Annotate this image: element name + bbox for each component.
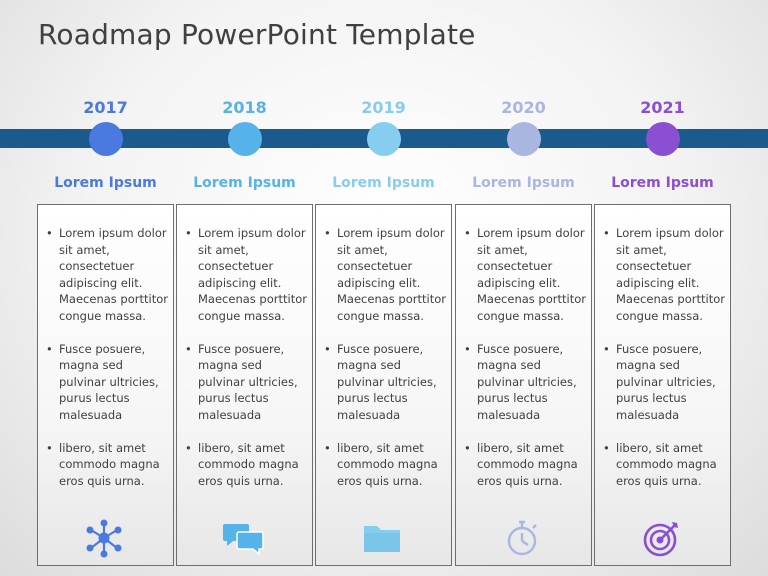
- milestone-dot: [89, 122, 123, 156]
- bullet-list: Lorem ipsum dolor sit amet, consectetuer…: [603, 225, 727, 505]
- milestone-2020: 2020 Lorem Ipsum Lorem ipsum dolor sit a…: [455, 0, 592, 576]
- milestone-2017: 2017 Lorem Ipsum Lorem ipsum dolor sit a…: [37, 0, 174, 576]
- bullet-item: Fusce posuere, magna sed pulvinar ultric…: [324, 341, 448, 424]
- milestone-heading: Lorem Ipsum: [611, 175, 714, 191]
- folder-icon: [360, 518, 404, 558]
- bullet-item: Fusce posuere, magna sed pulvinar ultric…: [46, 341, 170, 424]
- stopwatch-icon: [500, 518, 544, 558]
- milestone-2018: 2018 Lorem Ipsum Lorem ipsum dolor sit a…: [176, 0, 313, 576]
- slide-title: Roadmap PowerPoint Template: [38, 18, 476, 51]
- milestone-heading: Lorem Ipsum: [332, 175, 435, 191]
- milestone-card: Lorem ipsum dolor sit amet, consectetuer…: [455, 204, 592, 566]
- milestone-year: 2018: [222, 98, 267, 117]
- chat-bubbles-icon: [221, 518, 265, 558]
- bullet-list: Lorem ipsum dolor sit amet, consectetuer…: [46, 225, 170, 505]
- milestone-dot: [507, 122, 541, 156]
- bullet-item: libero, sit amet commodo magna eros quis…: [46, 440, 170, 490]
- bullet-item: Lorem ipsum dolor sit amet, consectetuer…: [464, 225, 588, 325]
- network-icon: [82, 518, 126, 558]
- bullet-item: Fusce posuere, magna sed pulvinar ultric…: [464, 341, 588, 424]
- milestone-card: Lorem ipsum dolor sit amet, consectetuer…: [176, 204, 313, 566]
- milestone-card: Lorem ipsum dolor sit amet, consectetuer…: [37, 204, 174, 566]
- bullet-item: libero, sit amet commodo magna eros quis…: [324, 440, 448, 490]
- bullet-item: Lorem ipsum dolor sit amet, consectetuer…: [46, 225, 170, 325]
- bullet-item: Lorem ipsum dolor sit amet, consectetuer…: [324, 225, 448, 325]
- milestone-year: 2020: [501, 98, 546, 117]
- milestone-heading: Lorem Ipsum: [472, 175, 575, 191]
- milestone-year: 2019: [361, 98, 406, 117]
- bullet-list: Lorem ipsum dolor sit amet, consectetuer…: [185, 225, 309, 505]
- milestone-dot: [228, 122, 262, 156]
- milestone-heading: Lorem Ipsum: [54, 175, 157, 191]
- bullet-item: Fusce posuere, magna sed pulvinar ultric…: [603, 341, 727, 424]
- bullet-item: Lorem ipsum dolor sit amet, consectetuer…: [185, 225, 309, 325]
- milestone-card: Lorem ipsum dolor sit amet, consectetuer…: [594, 204, 731, 566]
- milestone-2021: 2021 Lorem Ipsum Lorem ipsum dolor sit a…: [594, 0, 731, 576]
- milestone-year: 2017: [83, 98, 128, 117]
- milestone-dot: [367, 122, 401, 156]
- bullet-item: libero, sit amet commodo magna eros quis…: [464, 440, 588, 490]
- bullet-item: libero, sit amet commodo magna eros quis…: [185, 440, 309, 490]
- milestone-dot: [646, 122, 680, 156]
- bullet-list: Lorem ipsum dolor sit amet, consectetuer…: [464, 225, 588, 505]
- bullet-item: Fusce posuere, magna sed pulvinar ultric…: [185, 341, 309, 424]
- bullet-list: Lorem ipsum dolor sit amet, consectetuer…: [324, 225, 448, 505]
- milestone-card: Lorem ipsum dolor sit amet, consectetuer…: [315, 204, 452, 566]
- bullet-item: Lorem ipsum dolor sit amet, consectetuer…: [603, 225, 727, 325]
- milestone-heading: Lorem Ipsum: [193, 175, 296, 191]
- milestone-2019: 2019 Lorem Ipsum Lorem ipsum dolor sit a…: [315, 0, 452, 576]
- bullet-item: libero, sit amet commodo magna eros quis…: [603, 440, 727, 490]
- milestone-year: 2021: [640, 98, 685, 117]
- target-icon: [639, 518, 683, 558]
